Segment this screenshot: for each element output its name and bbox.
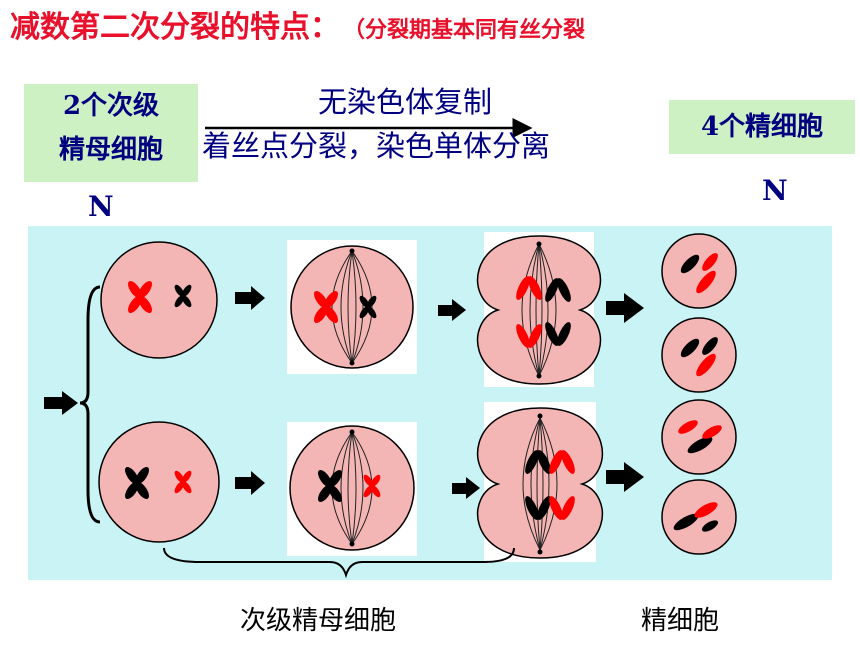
anaphase-cell-bottom xyxy=(477,402,603,562)
metaphase-cell-bottom xyxy=(287,422,417,556)
arrows-column-2 xyxy=(438,299,480,499)
sperm-box-label: 4个精细胞 xyxy=(700,112,824,142)
arrow-right-icon xyxy=(438,299,466,321)
sperm-cell-4 xyxy=(661,479,737,555)
title-main: 减数第二次分裂的特点： xyxy=(10,10,340,45)
entry-arrow xyxy=(44,391,78,415)
sperm-cell-1 xyxy=(661,233,737,309)
secondary-box-line2: 精母细胞 xyxy=(58,135,163,165)
process-text-line2: 着丝点分裂，染色单体分离 xyxy=(202,129,551,163)
slide-title: 减数第二次分裂的特点： （分裂期基本同有丝分裂 xyxy=(10,8,585,51)
sperm-cell-box: 4个精细胞 xyxy=(669,100,855,154)
sperm-cell-2 xyxy=(661,317,737,393)
caption-secondary-spermatocyte: 次级精母细胞 xyxy=(240,606,397,636)
secondary-cell-bottom xyxy=(98,421,220,543)
arrows-column-3 xyxy=(606,293,644,492)
caption-sperm-cell: 精细胞 xyxy=(641,606,720,636)
secondary-spermatocyte-box: 2个次级 精母细胞 xyxy=(24,84,198,182)
right-ploidy-label: N xyxy=(762,174,788,207)
title-sub: （分裂期基本同有丝分裂 xyxy=(354,18,586,43)
bottom-brace xyxy=(163,547,515,579)
arrow-right-icon xyxy=(235,286,265,310)
metaphase-cell-top xyxy=(287,240,417,374)
left-ploidy-label: N xyxy=(88,190,114,223)
sperm-cell-3 xyxy=(661,399,737,475)
arrow-right-icon xyxy=(452,477,480,499)
cell-brace xyxy=(79,285,101,524)
process-text-line1: 无染色体复制 xyxy=(318,85,493,119)
arrow-right-icon xyxy=(235,471,265,495)
arrows-column-1 xyxy=(235,286,265,495)
anaphase-cell-top xyxy=(476,232,602,387)
secondary-cell-top xyxy=(100,241,218,359)
arrow-right-icon xyxy=(606,293,644,323)
arrow-right-icon xyxy=(606,462,644,492)
secondary-box-line1: 2个次级 xyxy=(62,91,160,121)
